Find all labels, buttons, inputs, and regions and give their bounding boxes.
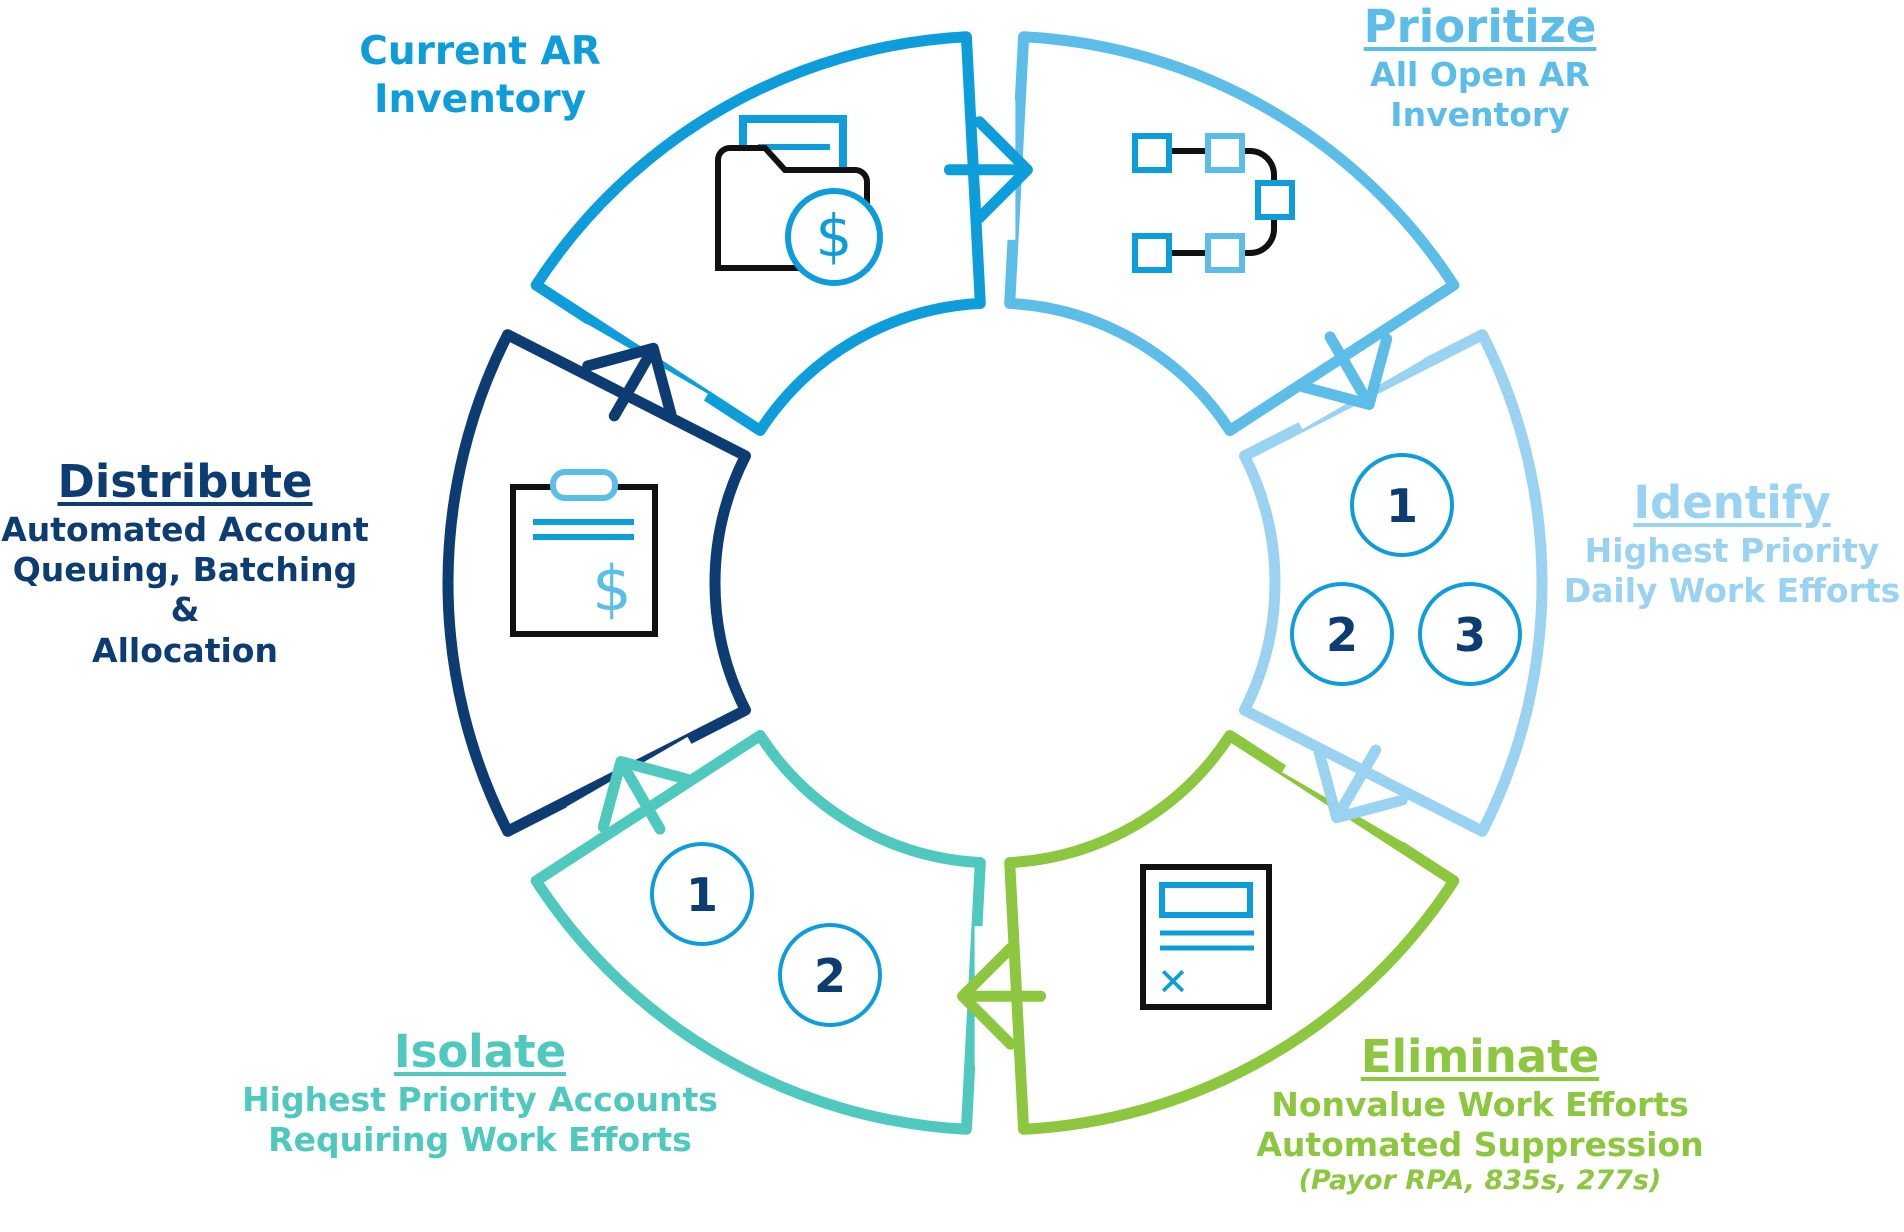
- eliminate-heading: Eliminate: [1360, 1030, 1600, 1083]
- isolate-line1: Highest Priority Accounts: [242, 1079, 718, 1119]
- eliminate-line1: Nonvalue Work Efforts: [1271, 1084, 1689, 1124]
- arrow-identify-to-eliminate: [1282, 744, 1410, 843]
- eliminate-line2: Automated Suppression: [1256, 1125, 1704, 1165]
- number-badge: 1: [686, 868, 718, 922]
- number-badge: 3: [1454, 608, 1486, 662]
- ring-segment-isolate: [530, 730, 986, 1135]
- identify-line1: Highest Priority: [1584, 530, 1880, 570]
- currency-symbol: $: [592, 552, 631, 625]
- distribute-line3: Allocation: [92, 630, 278, 670]
- ring-segment-identify: [1239, 329, 1548, 837]
- identify-heading: Identify: [1633, 476, 1831, 529]
- prioritize-heading: Prioritize: [1363, 0, 1597, 53]
- folder-dollar-icon: $: [715, 115, 883, 286]
- number-badge: 2: [1326, 608, 1358, 662]
- eliminate-note: (Payor RPA, 835s, 277s): [1298, 1165, 1662, 1197]
- ring-segment-prioritize: [1004, 31, 1460, 436]
- label-distribute: Distribute Automated Account Queuing, Ba…: [0, 455, 370, 671]
- isolate-number-badges: 1 2: [650, 842, 882, 1027]
- arrow-current-to-prioritize: [943, 99, 1033, 240]
- identify-number-badges: 1 2 3: [1290, 453, 1522, 686]
- current-line2: Inventory: [373, 76, 586, 122]
- number-badge: 2: [814, 949, 846, 1003]
- isolate-heading: Isolate: [393, 1025, 567, 1078]
- ring-segment-eliminate: [1004, 730, 1460, 1135]
- arrow-distribute-to-current: [580, 323, 708, 422]
- number-badge: 1: [1386, 479, 1418, 533]
- distribute-line1: Automated Account: [1, 509, 369, 549]
- isolate-line2: Requiring Work Efforts: [268, 1120, 692, 1160]
- label-prioritize: Prioritize All Open AR Inventory: [1320, 0, 1640, 135]
- flowchart-icon: [1132, 133, 1295, 273]
- currency-symbol: $: [816, 202, 853, 270]
- document-x-icon: ✕: [1140, 864, 1272, 1010]
- identify-line2: Daily Work Efforts: [1563, 571, 1901, 611]
- label-current-ar: Current AR Inventory: [320, 28, 640, 123]
- cycle-arrows: [566, 99, 1424, 1067]
- arrow-eliminate-to-isolate: [957, 926, 1047, 1067]
- prioritize-line1: All Open AR: [1370, 54, 1590, 94]
- prioritize-line2: Inventory: [1390, 95, 1570, 135]
- label-identify: Identify Highest Priority Daily Work Eff…: [1562, 476, 1902, 611]
- cycle-ring: [442, 31, 1548, 1135]
- ring-segment-current-ar: [530, 31, 986, 436]
- arrow-prioritize-to-identify: [1296, 331, 1424, 430]
- ring-segment-distribute: [442, 329, 751, 837]
- distribute-line2: Queuing, Batching &: [12, 550, 358, 630]
- label-isolate: Isolate Highest Priority Accounts Requir…: [220, 1025, 740, 1160]
- label-eliminate: Eliminate Nonvalue Work Efforts Automate…: [1230, 1030, 1730, 1198]
- current-line1: Current AR: [359, 29, 601, 74]
- x-mark: ✕: [1157, 960, 1189, 1004]
- distribute-heading: Distribute: [57, 455, 313, 508]
- clipboard-dollar-icon: $: [510, 469, 658, 637]
- arrow-isolate-to-distribute: [566, 736, 694, 835]
